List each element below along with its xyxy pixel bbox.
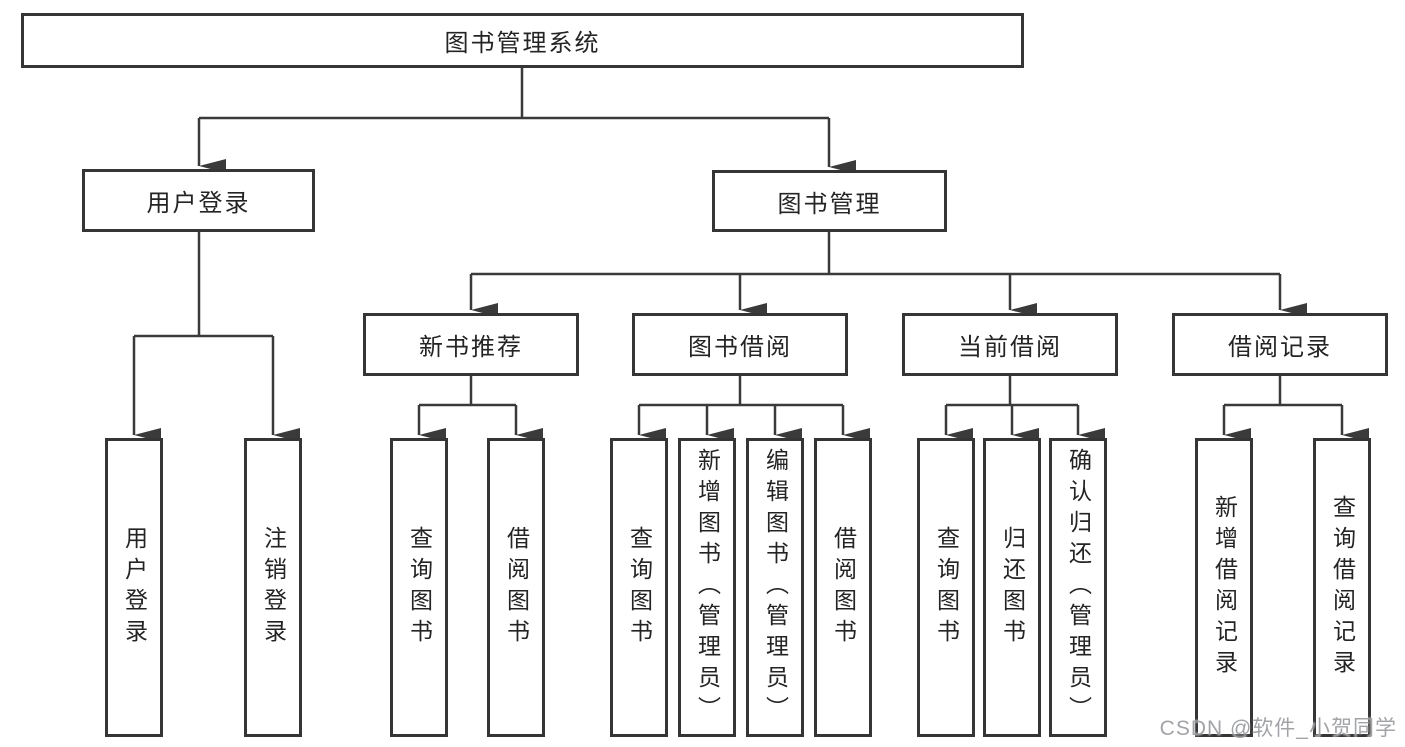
leaf-query-books-current: 查询图书 (917, 438, 975, 737)
leaf-label: 借阅图书 (503, 525, 530, 650)
leaf-label: 查询借阅记录 (1329, 494, 1356, 681)
leaf-label: 新增借阅记录 (1211, 494, 1238, 681)
leaf-confirm-return-admin: 确认归还（管理员） (1049, 438, 1107, 737)
leaf-borrow-books: 借阅图书 (814, 438, 872, 737)
leaf-label: 查询图书 (406, 525, 433, 650)
node-book-borrow: 图书借阅 (632, 313, 848, 376)
leaf-add-book-admin: 新增图书（管理员） (678, 438, 736, 737)
leaf-edit-book-admin: 编辑图书（管理员） (746, 438, 804, 737)
leaf-add-borrow-record: 新增借阅记录 (1195, 438, 1253, 737)
leaf-query-books-recommend: 查询图书 (390, 438, 448, 737)
leaf-user-login: 用户登录 (105, 438, 163, 737)
leaf-logout: 注销登录 (244, 438, 302, 737)
leaf-label: 借阅图书 (830, 525, 857, 650)
leaf-return-books: 归还图书 (983, 438, 1041, 737)
leaf-label: 新增图书（管理员） (694, 448, 721, 727)
node-root: 图书管理系统 (21, 13, 1024, 68)
node-current-borrow: 当前借阅 (902, 313, 1118, 376)
leaf-query-books-borrow: 查询图书 (610, 438, 668, 737)
node-book-management: 图书管理 (712, 170, 947, 232)
node-user-login: 用户登录 (82, 169, 315, 232)
leaf-label: 注销登录 (260, 525, 287, 650)
leaf-label: 归还图书 (999, 525, 1026, 650)
leaf-label: 用户登录 (121, 525, 148, 650)
leaf-label: 确认归还（管理员） (1065, 448, 1092, 727)
leaf-borrow-books-recommend: 借阅图书 (487, 438, 545, 737)
node-new-book-recommend: 新书推荐 (363, 313, 579, 376)
leaf-query-borrow-record: 查询借阅记录 (1313, 438, 1371, 737)
leaf-label: 编辑图书（管理员） (762, 448, 789, 727)
leaf-label: 查询图书 (933, 525, 960, 650)
leaf-label: 查询图书 (626, 525, 653, 650)
node-borrow-records: 借阅记录 (1172, 313, 1388, 376)
watermark: CSDN @软件_小贺同学 (1159, 717, 1397, 740)
